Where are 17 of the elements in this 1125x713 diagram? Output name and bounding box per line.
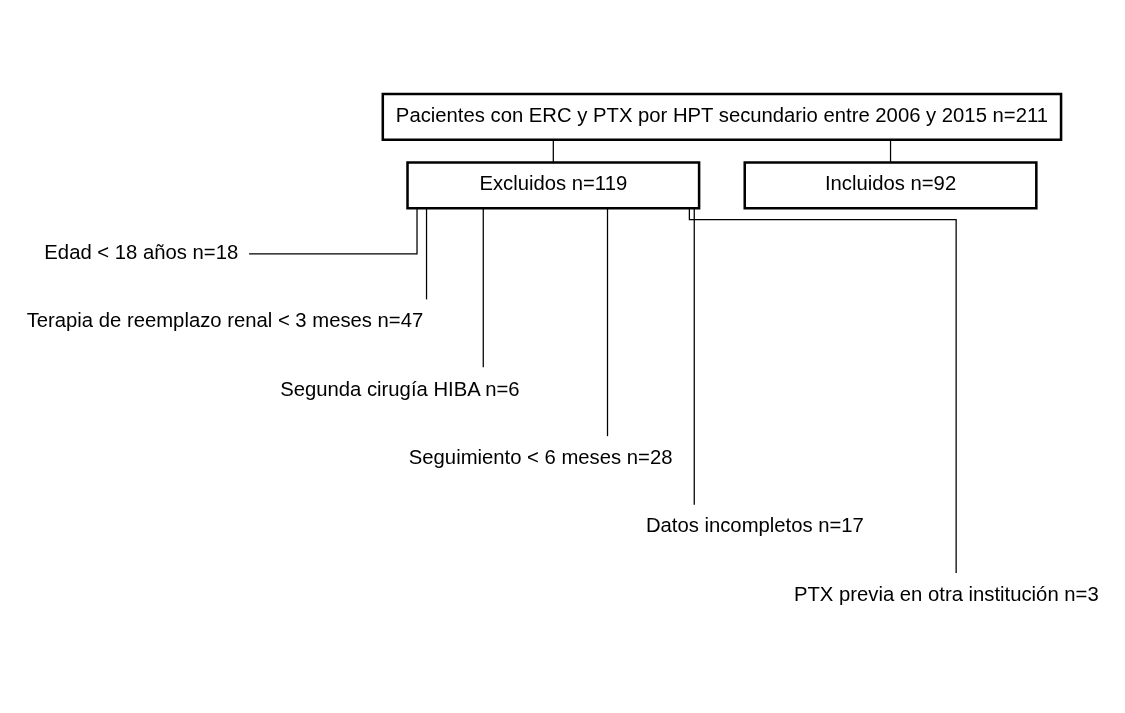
node-box: Pacientes con ERC y PTX por HPT secundario entre 2006 y 2015 n=211 (381, 92, 1063, 141)
connector (425, 207, 428, 301)
node-box: Incluidos n=92 (743, 161, 1038, 210)
connector (688, 207, 957, 574)
node-text: Edad < 18 años n=18 (44, 240, 239, 263)
connector (552, 139, 554, 163)
connector (482, 207, 484, 368)
node-text: Terapia de reemplazo renal < 3 meses n=47 (26, 309, 424, 332)
node-text: PTX previa en otra institución n=3 (793, 582, 1099, 605)
node-box: Excluidos n=119 (406, 161, 701, 210)
node-text: Datos incompletos n=17 (645, 514, 864, 537)
connector (889, 139, 892, 163)
node-text: Segunda cirugía HIBA n=6 (280, 377, 520, 400)
connector (606, 207, 609, 437)
connector (248, 207, 418, 255)
node-text: Seguimiento < 6 meses n=28 (408, 446, 673, 469)
connector (693, 207, 695, 506)
